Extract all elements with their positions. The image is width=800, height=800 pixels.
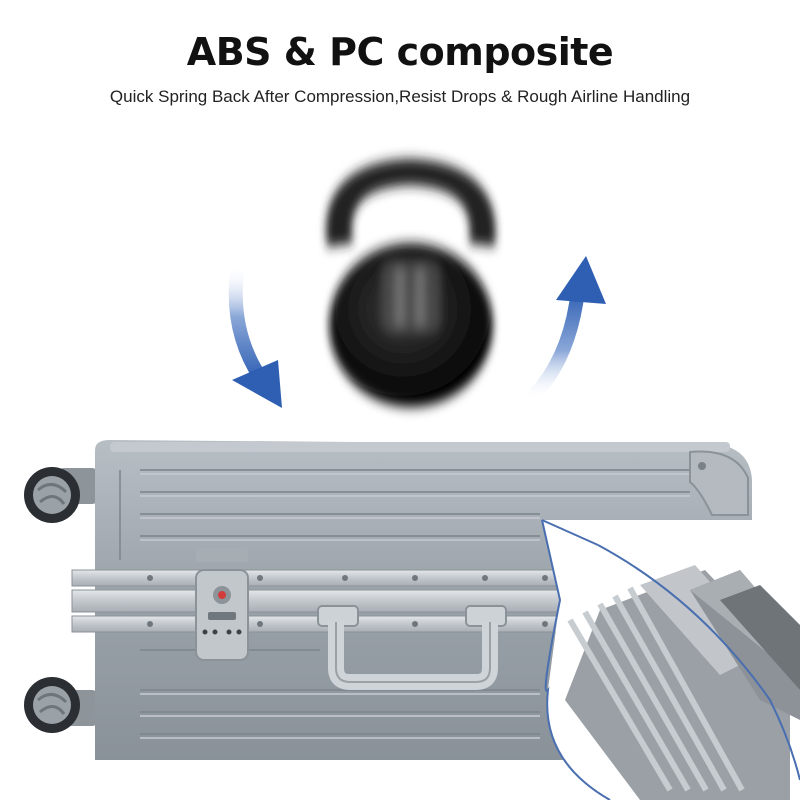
- kettlebell-icon: [325, 158, 496, 407]
- tsa-lock: [195, 548, 249, 661]
- down-arrow-icon: [228, 258, 282, 408]
- up-arrow-icon: [523, 256, 606, 407]
- bottom-wheel-icon: [24, 677, 98, 733]
- subheadline: Quick Spring Back After Compression,Resi…: [109, 87, 691, 106]
- top-wheel-icon: [24, 467, 98, 523]
- carry-handle: [317, 605, 507, 690]
- headline: ABS & PC composite: [186, 30, 614, 74]
- material-zoom-inset: [541, 519, 800, 800]
